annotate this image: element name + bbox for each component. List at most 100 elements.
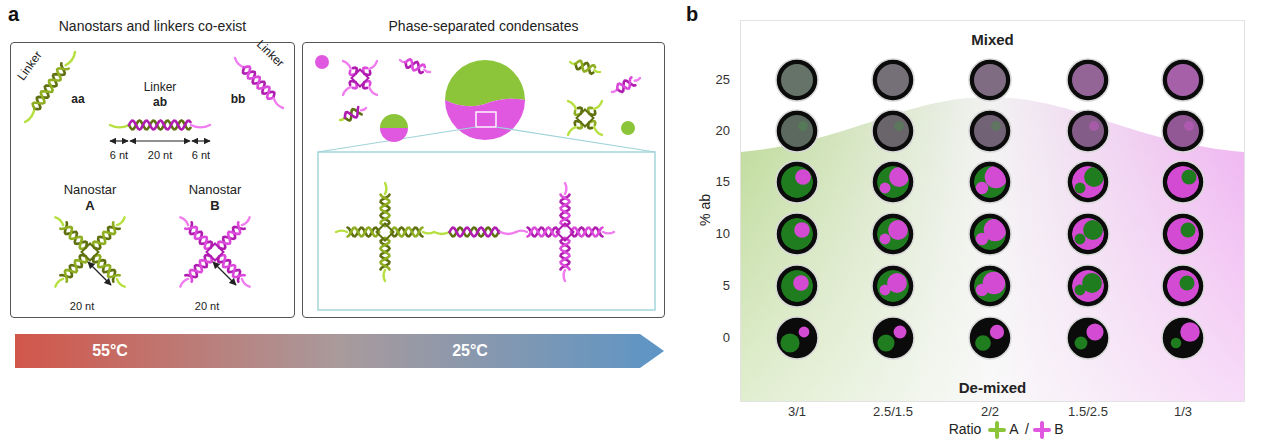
sticky-end (635, 78, 640, 81)
droplet-image (872, 317, 914, 359)
dimension-arrow (110, 140, 128, 141)
sticky-end (66, 52, 76, 65)
sticky-end (25, 109, 35, 122)
image-frame (1162, 161, 1204, 203)
dna-strand (561, 195, 570, 227)
image-frame (1162, 265, 1204, 307)
dna-strand (33, 69, 69, 109)
mixed-droplet (974, 115, 1006, 147)
droplet-blob (794, 222, 810, 238)
droplet-image (872, 110, 914, 152)
nanostar-icon (1035, 423, 1049, 437)
image-frame (969, 317, 1011, 359)
mixed-droplet (1167, 115, 1199, 147)
demixed-droplet (877, 270, 909, 302)
droplet-image (1067, 317, 1109, 359)
droplet-blob (880, 183, 891, 194)
mixed-droplet (974, 64, 1006, 96)
mixed-droplet (877, 64, 909, 96)
sticky-end (369, 87, 377, 95)
dna-strand (348, 228, 380, 237)
dimension: 6 nt (110, 149, 128, 161)
droplet-blob (1083, 220, 1103, 240)
droplet-image (969, 265, 1011, 307)
image-frame (1067, 265, 1109, 307)
image-frame (872, 265, 914, 307)
dimension: 6 nt (192, 149, 210, 161)
image-frame (776, 265, 818, 307)
nanostar-core (577, 110, 594, 127)
image-frame (969, 213, 1011, 255)
sticky-end (343, 87, 351, 95)
zoom-lines (318, 127, 655, 152)
dna-strand (129, 121, 191, 130)
sticky-end (110, 125, 129, 127)
nanostar-icon (990, 423, 1004, 437)
droplet-blob (880, 234, 891, 245)
region-label: De-mixed (741, 379, 1244, 396)
dna-strand (617, 81, 635, 92)
droplet-image (776, 213, 818, 255)
droplet-image (1162, 317, 1204, 359)
part-name: Nanostar (189, 183, 242, 197)
sticky-end (361, 108, 366, 110)
pink-droplet (1086, 323, 1103, 340)
sticky-end (55, 217, 63, 225)
droplet-blob (1075, 285, 1086, 296)
droplet-blob (1075, 183, 1086, 194)
sticky-end (594, 70, 600, 72)
part-name: bb (231, 93, 246, 106)
droplet-blob (889, 167, 909, 187)
image-frame (1162, 110, 1204, 152)
droplet-image (969, 161, 1011, 203)
plot-area: MixedDe-mixed (740, 20, 1245, 402)
nanostar-core (377, 224, 394, 241)
droplet-spot (798, 121, 808, 131)
image-frame (1162, 59, 1204, 101)
dna-strand (219, 255, 244, 277)
sticky-end (191, 125, 210, 127)
sticky-end (242, 217, 250, 225)
demixed-droplet (1167, 270, 1199, 302)
droplet-blob (1084, 167, 1104, 187)
image-frame (1162, 213, 1204, 255)
droplet-image (1162, 110, 1204, 152)
region-label: Mixed (741, 31, 1244, 48)
dna-strand (345, 107, 358, 118)
part-name: aa (71, 93, 84, 106)
sticky-end (384, 270, 385, 281)
droplet-image (969, 317, 1011, 359)
droplet-image (776, 317, 818, 359)
droplet-spot (991, 121, 1001, 131)
droplet-spot (1089, 121, 1099, 131)
tick-label: 2/2 (981, 405, 999, 419)
image-frame (776, 161, 818, 203)
dna-strand (93, 222, 115, 247)
condensate-droplet (445, 60, 525, 140)
sticky-end (117, 217, 125, 225)
dimension-arrow (130, 140, 190, 141)
sticky-end (117, 279, 125, 287)
droplet-image (1067, 59, 1109, 101)
droplet-blob (976, 182, 988, 194)
sticky-end (242, 279, 250, 287)
dna-strand (571, 228, 603, 237)
demixed-droplet (974, 218, 1006, 250)
sticky-end (336, 231, 347, 232)
sticky-end (434, 232, 450, 234)
demixed-droplet (1167, 166, 1199, 198)
dimension: 20 nt (70, 300, 94, 312)
linker (110, 121, 210, 130)
phase-region (741, 97, 1244, 401)
dna-strand (617, 77, 631, 89)
droplet-blob (1180, 222, 1195, 237)
tick-label: 3/1 (788, 405, 806, 419)
mixed-droplet (877, 115, 909, 147)
pink-droplet (990, 325, 1004, 339)
dna-strand (129, 121, 191, 130)
mixed-droplet (1072, 115, 1104, 147)
sticky-end (424, 70, 430, 72)
mixed-droplet (781, 115, 813, 147)
green-droplet (1075, 337, 1088, 350)
linker (340, 107, 366, 120)
